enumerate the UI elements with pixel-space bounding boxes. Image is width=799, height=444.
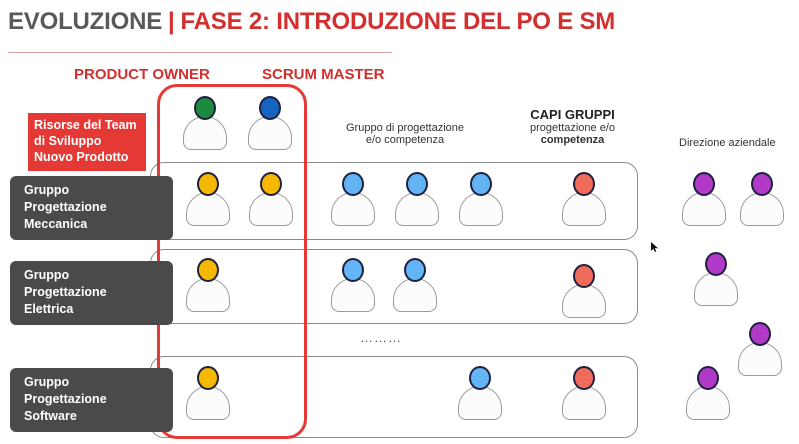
group-line: Gruppo — [24, 183, 70, 197]
person-icon — [562, 172, 606, 226]
group-elettrica-label: Gruppo Progettazione Elettrica — [10, 261, 173, 325]
scrum-master-label: SCRUM MASTER — [262, 66, 385, 83]
title-separator: | — [168, 8, 175, 35]
capi-gruppi-title: CAPI GRUPPI — [530, 107, 615, 122]
person-icon — [738, 322, 782, 376]
group-line: Progettazione — [24, 200, 107, 214]
gruppo-header-line-2: e/o competenza — [365, 134, 445, 146]
title-phase: FASE 2: INTRODUZIONE DEL PO E SM — [180, 8, 616, 35]
person-icon — [686, 366, 730, 420]
title-evoluzione: EVOLUZIONE — [8, 8, 163, 35]
gruppo-header-line-1: Gruppo di progettazione — [346, 122, 465, 134]
person-icon — [740, 172, 784, 226]
person-icon — [331, 172, 375, 226]
capi-gruppi-sub-1: progettazione e/o — [530, 122, 616, 134]
person-icon — [562, 366, 606, 420]
gruppo-header: Gruppo di progettazione e/o competenza — [346, 122, 464, 146]
capi-gruppi-sub-2-wrap: competenza — [530, 134, 615, 146]
mouse-cursor-icon — [651, 242, 658, 252]
group-meccanica-label: Gruppo Progettazione Meccanica — [10, 176, 173, 240]
person-icon — [694, 252, 738, 306]
product-owner-label: PRODUCT OWNER — [74, 66, 210, 83]
person-icon — [186, 172, 230, 226]
page-title: EVOLUZIONE|FASE 2: INTRODUZIONE DEL PO E… — [8, 8, 615, 36]
capi-gruppi-header: CAPI GRUPPI progettazione e/o competenza — [530, 107, 615, 146]
person-icon — [331, 258, 375, 312]
person-icon — [186, 258, 230, 312]
person-icon — [682, 172, 726, 226]
group-line: Meccanica — [24, 217, 88, 231]
ellipsis-more-groups: ……… — [360, 330, 402, 345]
group-line: Elettrica — [24, 302, 74, 316]
group-line: Software — [24, 409, 77, 423]
person-icon — [393, 258, 437, 312]
person-icon — [183, 96, 227, 150]
group-line: Gruppo — [24, 268, 70, 282]
direzione-header: Direzione aziendale — [679, 137, 776, 149]
person-icon — [458, 366, 502, 420]
group-software-label: Gruppo Progettazione Software — [10, 368, 173, 432]
person-icon — [186, 366, 230, 420]
person-icon — [248, 96, 292, 150]
group-line: Progettazione — [24, 392, 107, 406]
person-icon — [459, 172, 503, 226]
group-line: Progettazione — [24, 285, 107, 299]
person-icon — [562, 264, 606, 318]
person-icon — [395, 172, 439, 226]
team-line-2: di Sviluppo — [34, 134, 102, 148]
person-icon — [249, 172, 293, 226]
team-line-1: Risorse del Team — [34, 118, 137, 132]
capi-gruppi-sub-2: competenza — [540, 134, 605, 146]
title-underline — [8, 52, 392, 53]
team-sviluppo-label: Risorse del Team di Sviluppo Nuovo Prodo… — [28, 113, 146, 171]
team-line-3: Nuovo Prodotto — [34, 150, 129, 164]
group-line: Gruppo — [24, 375, 70, 389]
